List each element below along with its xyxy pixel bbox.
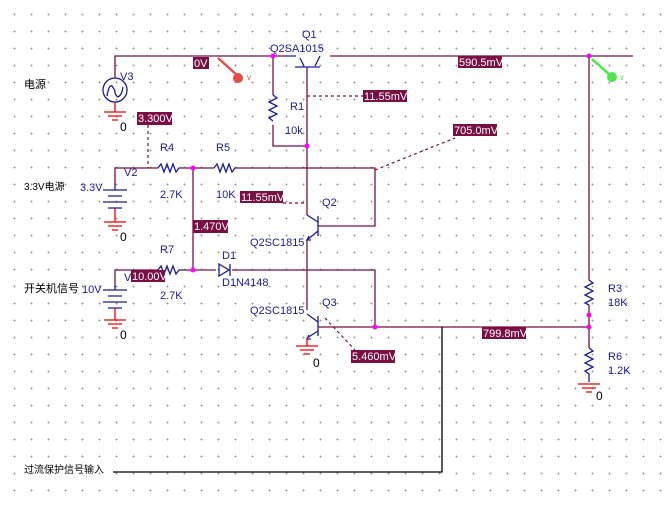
d1-model: D1N4148: [222, 277, 268, 289]
junctions: [190, 53, 592, 330]
v2-name: V2: [124, 167, 137, 179]
voltage-799mv: 799.8mV: [482, 327, 528, 340]
ground-label: 0: [120, 120, 127, 134]
v1-battery[interactable]: V 10V 0: [82, 272, 132, 342]
v2-battery[interactable]: V2 3.3V 0: [80, 167, 137, 244]
v1-value: 10V: [82, 284, 102, 296]
r7-value: 2.7K: [160, 290, 183, 302]
label-power-3v3: 3.3V电源: [24, 180, 65, 193]
svg-text:590.5mV: 590.5mV: [459, 57, 504, 69]
r4-value: 2.7K: [160, 189, 183, 201]
voltage-5460mv: 5.460mV: [351, 350, 397, 363]
voltage-1470mv: 1.470V: [193, 220, 230, 233]
r3-resistor[interactable]: R3 18K: [583, 279, 628, 309]
r4-resistor[interactable]: R4 2.7K: [157, 142, 183, 201]
v3-ac-source[interactable]: V3 0: [102, 71, 133, 134]
v1-name: V: [124, 272, 132, 284]
ground-label: 0: [313, 356, 320, 370]
label-power: 电源: [24, 77, 46, 91]
d1-diode[interactable]: D1 D1N4148: [218, 250, 268, 289]
r1-resistor[interactable]: R1 10k: [267, 94, 304, 137]
svg-text:11.55mV: 11.55mV: [241, 192, 285, 204]
r6-resistor[interactable]: R6 1.2K 0: [578, 347, 631, 403]
q2-transistor[interactable]: Q2 Q2SC1815: [250, 197, 337, 249]
svg-text:799.8mV: 799.8mV: [483, 328, 528, 340]
voltage-590mv: 590.5mV: [458, 56, 504, 69]
q1-model: Q2SA1015: [270, 43, 324, 55]
voltage-705mv: 705.0mV: [453, 124, 499, 137]
q2-name: Q2: [322, 197, 337, 209]
r6-name: R6: [608, 351, 622, 363]
svg-text:0V: 0V: [194, 58, 208, 70]
v2-value: 3.3V: [80, 182, 103, 194]
d1-name: D1: [222, 250, 236, 262]
r5-resistor[interactable]: R5 10K: [213, 142, 238, 201]
probe-red[interactable]: v: [217, 57, 251, 83]
q2-model: Q2SC1815: [250, 237, 304, 249]
r3-value: 18K: [608, 297, 628, 309]
ground-label: 0: [120, 328, 127, 342]
svg-text:705.0mV: 705.0mV: [454, 125, 499, 137]
r5-name: R5: [216, 142, 230, 154]
q1-name: Q1: [302, 29, 317, 41]
svg-text:11.55mV: 11.55mV: [364, 91, 408, 103]
r6-value: 1.2K: [608, 365, 631, 377]
svg-text:5.460mV: 5.460mV: [352, 351, 397, 363]
ground-label: 0: [120, 230, 127, 244]
svg-text:1.470V: 1.470V: [194, 221, 230, 233]
svg-text:3.300V: 3.300V: [138, 113, 174, 125]
svg-text:10.00V: 10.00V: [132, 271, 168, 283]
r7-name: R7: [160, 244, 174, 256]
probe-label: v: [247, 73, 251, 82]
q1-transistor[interactable]: Q1 Q2SA1015: [270, 29, 324, 68]
q3-name: Q3: [322, 297, 337, 309]
r7-resistor[interactable]: R7 2.7K: [157, 244, 183, 302]
ground-label: 0: [596, 389, 603, 403]
r1-name: R1: [290, 101, 304, 113]
r5-value: 10K: [216, 189, 236, 201]
q3-model: Q2SC1815: [250, 305, 304, 317]
probe-green[interactable]: v: [591, 58, 624, 82]
voltage-q2-collector: 11.55mV: [240, 191, 285, 204]
voltage-0v: 0V: [193, 57, 209, 70]
voltage-10v: 10.00V: [131, 270, 168, 283]
v3-name: V3: [120, 71, 133, 83]
label-ocp-input: 过流保护信号输入: [24, 463, 104, 476]
leaders: [147, 95, 456, 351]
q3-transistor[interactable]: Q3 Q2SC1815 0: [250, 297, 337, 370]
voltage-q1-base: 11.55mV: [363, 90, 408, 103]
label-onoff-signal: 开关机信号: [24, 281, 79, 295]
r1-value: 10k: [285, 125, 303, 137]
r4-name: R4: [160, 142, 174, 154]
probe-label: v: [620, 73, 624, 82]
r3-name: R3: [608, 283, 622, 295]
wires: [113, 55, 633, 473]
voltage-3v3: 3.300V: [137, 112, 174, 125]
